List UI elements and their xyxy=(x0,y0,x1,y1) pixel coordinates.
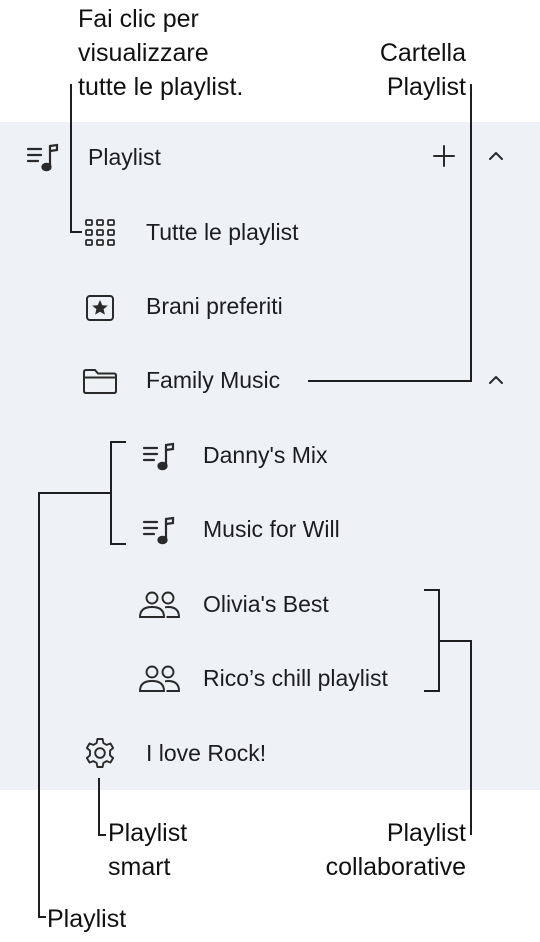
sidebar-item-favorite-songs[interactable]: Brani preferiti xyxy=(146,269,446,343)
playlist-icon xyxy=(142,441,176,473)
callout-line xyxy=(70,231,82,233)
callout-smart: Playlist smart xyxy=(108,819,188,881)
sidebar-item-label: Rico’s chill playlist xyxy=(203,664,388,691)
sidebar-item-label: Family Music xyxy=(146,366,281,393)
callout-line xyxy=(70,84,72,233)
callout-folder: Cartella Playlist xyxy=(379,39,466,101)
callout-line xyxy=(38,492,40,918)
sidebar-item-music-for-will[interactable]: Music for Will xyxy=(203,492,503,566)
callout-line xyxy=(38,492,112,494)
sidebar-item-label: Music for Will xyxy=(203,515,340,542)
collapse-folder-chevron-icon[interactable] xyxy=(486,373,506,387)
callout-line xyxy=(470,84,472,382)
sidebar-item-label: I love Rock! xyxy=(146,739,267,766)
folder-icon xyxy=(82,367,118,395)
add-playlist-button[interactable] xyxy=(432,144,456,168)
callout-line xyxy=(470,640,472,835)
gear-icon xyxy=(83,736,117,770)
callout-line xyxy=(38,916,46,918)
grid-icon xyxy=(84,218,116,248)
people-icon xyxy=(137,590,181,620)
callout-collaborative: Playlist collaborative xyxy=(325,819,466,881)
star-square-icon xyxy=(85,294,115,322)
sidebar-item-label: Olivia's Best xyxy=(203,590,329,617)
callout-all-playlists: Fai clic per visualizzare tutte le playl… xyxy=(78,5,244,101)
playlist-icon xyxy=(142,515,176,547)
playlist-section-header[interactable]: Playlist xyxy=(88,120,388,194)
sidebar-item-dannys-mix[interactable]: Danny's Mix xyxy=(203,418,503,492)
callout-line xyxy=(308,380,472,382)
callout-playlist: Playlist xyxy=(47,905,127,933)
people-icon xyxy=(137,664,181,694)
callout-line xyxy=(438,640,472,642)
callout-line xyxy=(424,690,440,692)
sidebar-item-i-love-rock[interactable]: I love Rock! xyxy=(146,716,446,790)
callout-line xyxy=(110,543,126,545)
sidebar-item-all-playlists[interactable]: Tutte le playlist xyxy=(146,195,446,269)
sidebar-item-olivias-best[interactable]: Olivia's Best xyxy=(203,567,423,641)
callout-line xyxy=(110,441,126,443)
sidebar-item-ricos-chill-playlist[interactable]: Rico’s chill playlist xyxy=(203,641,423,715)
callout-line xyxy=(98,834,106,836)
sidebar-item-label: Danny's Mix xyxy=(203,441,328,468)
sidebar-item-family-music-folder[interactable]: Family Music xyxy=(146,343,306,417)
collapse-section-chevron-icon[interactable] xyxy=(486,149,506,163)
sidebar-item-label: Tutte le playlist xyxy=(146,218,299,245)
callout-line xyxy=(424,589,440,591)
sidebar-item-label: Brani preferiti xyxy=(146,292,283,319)
callout-line xyxy=(98,778,100,836)
playlist-section-icon xyxy=(26,142,60,174)
sidebar-panel xyxy=(0,122,540,790)
section-title: Playlist xyxy=(88,143,161,170)
